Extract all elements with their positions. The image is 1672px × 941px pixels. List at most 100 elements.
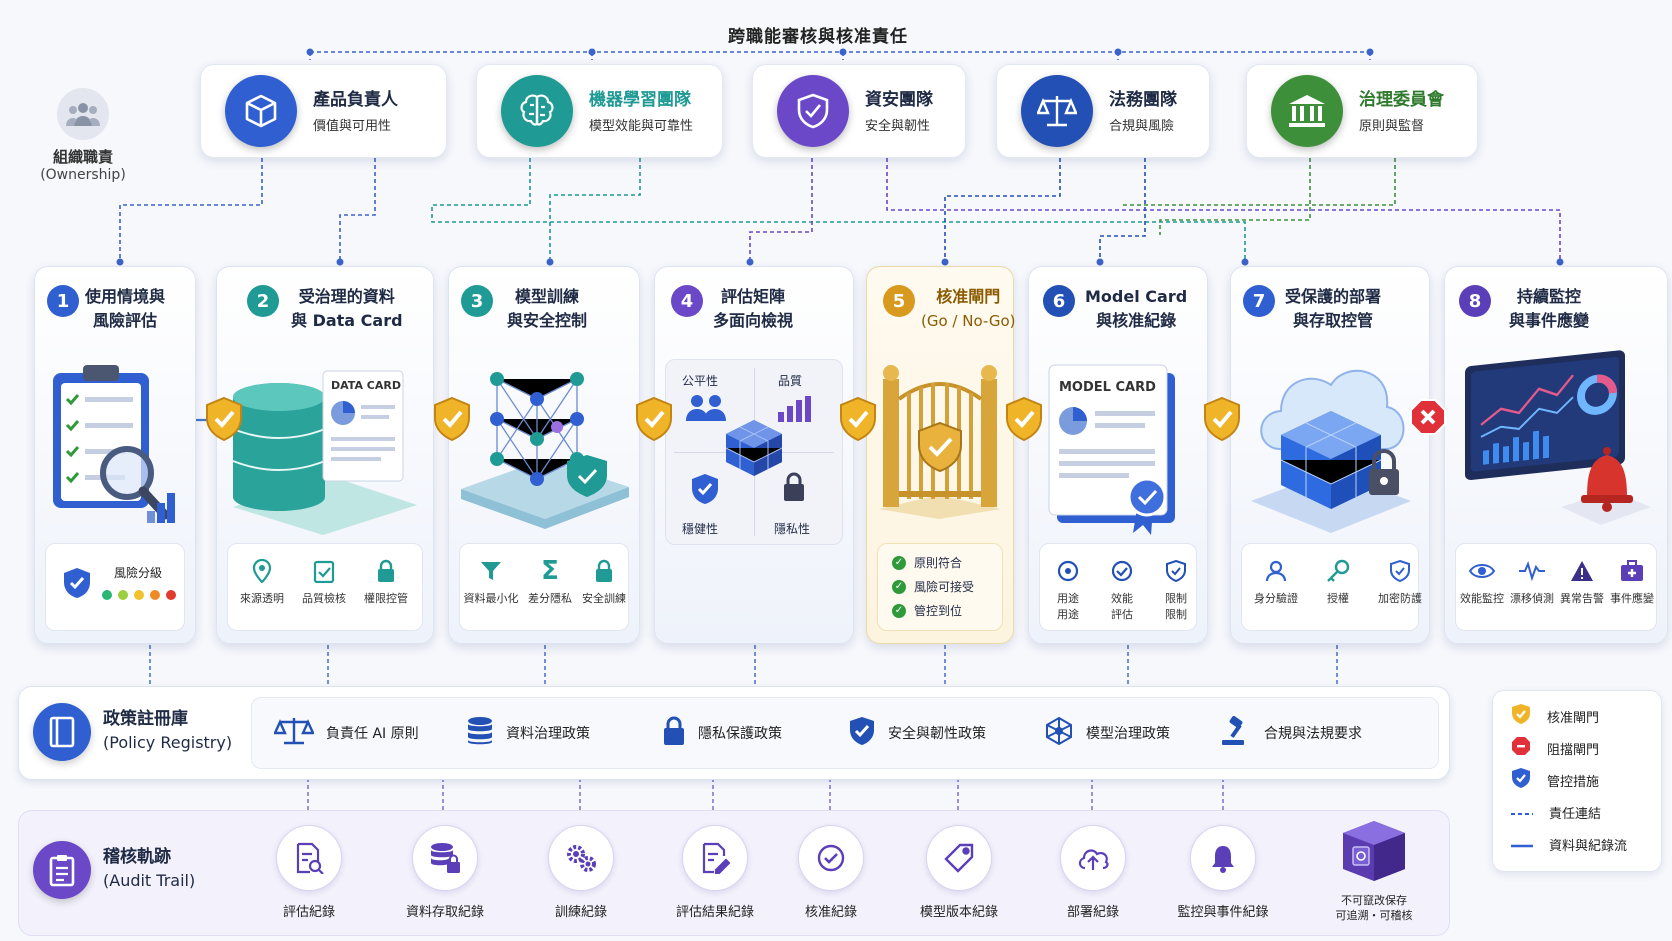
legend-item-control: 管控措施 <box>1511 767 1599 793</box>
team-card-product[interactable]: 產品負責人 價值與可用性 <box>200 64 447 158</box>
clipboard-magnifier-icon <box>47 363 187 537</box>
audit-monitoring-incident-record[interactable]: 監控與事件紀錄 <box>1163 825 1283 920</box>
control-intended-use[interactable]: 用途用途 <box>1042 558 1094 622</box>
legend-panel: 核准閘門 阻擋閘門 管控措施 責任連結 資料與紀錄流 <box>1492 690 1662 872</box>
stage-number: 3 <box>461 285 493 317</box>
top-title: 跨職能審核與核准責任 <box>720 22 916 47</box>
shield-check-icon <box>777 75 849 147</box>
audit-deployment-record[interactable]: 部署紀錄 <box>1033 825 1153 920</box>
criteria-item: ✓原則符合 <box>892 554 962 571</box>
stage-8-card[interactable]: 8 持續監控與事件應變 效能監控 漂移偵測 <box>1444 266 1668 644</box>
team-card-security[interactable]: 資安團隊 安全與韌性 <box>752 64 966 158</box>
network-icon <box>1044 716 1074 750</box>
stage-number: 8 <box>1459 285 1491 317</box>
stage-title: 模型訓練與安全控制 <box>507 287 588 330</box>
stage-number: 4 <box>671 285 703 317</box>
eye-icon <box>1456 558 1508 584</box>
control-drift-detection[interactable]: 漂移偵測 <box>1506 558 1558 606</box>
approval-gate-icon <box>1004 396 1044 442</box>
controls-panel: 身分驗證 授權 加密防護 <box>1241 543 1422 631</box>
policy-privacy[interactable]: 隱私保護政策 <box>662 698 782 768</box>
policy-responsible-ai[interactable]: 負責任 AI 原則 <box>273 698 419 768</box>
blue-shield-icon <box>1511 767 1531 793</box>
stage-7-card[interactable]: 7 受保護的部署與存取控管 身分驗證 授權 加密防護 <box>1230 266 1430 644</box>
policy-data-governance[interactable]: 資料治理政策 <box>466 698 590 768</box>
check-circle-icon: ✓ <box>892 555 906 570</box>
team-card-ml[interactable]: 機器學習團隊 模型效能與可靠性 <box>476 64 723 158</box>
medkit-icon <box>1606 558 1658 584</box>
audit-assessment-record[interactable]: 評估紀錄 <box>249 825 369 920</box>
control-performance-eval[interactable]: 效能評估 <box>1096 558 1148 622</box>
control-incident-response[interactable]: 事件應變 <box>1606 558 1658 606</box>
policy-security-resilience[interactable]: 安全與韌性政策 <box>848 698 986 768</box>
control-encryption[interactable]: 加密防護 <box>1372 558 1428 606</box>
team-desc: 合規與風險 <box>1109 119 1175 134</box>
audit-training-record[interactable]: 訓練紀錄 <box>521 825 641 920</box>
controls-panel: 資料最小化 Σ 差分隱私 安全訓練 <box>459 543 629 631</box>
check-circle-icon: ✓ <box>892 579 906 594</box>
model-card-icon: MODEL CARD <box>1039 359 1199 543</box>
legend-item-blocking-gate: 阻擋閘門 <box>1511 737 1599 759</box>
dashed-line-icon <box>1511 805 1533 820</box>
audit-trail-panel: 稽核軌跡(Audit Trail) 評估紀錄 資料存取紀錄 訓練紀錄 評估結果紀… <box>18 810 1450 936</box>
control-secure-training[interactable]: 安全訓練 <box>576 558 632 606</box>
policy-model-governance[interactable]: 模型治理政策 <box>1044 698 1170 768</box>
stage-title: 評估矩陣多面向檢視 <box>713 287 794 330</box>
tag-icon <box>926 825 992 891</box>
stage-4-card[interactable]: 4 評估矩陣多面向檢視 公平性 品質 穩健性 隱私性 <box>654 266 854 644</box>
stage-number: 1 <box>47 285 79 317</box>
team-desc: 安全與韌性 <box>865 119 931 134</box>
scale-icon <box>1021 75 1093 147</box>
funnel-icon <box>462 558 520 584</box>
audit-approval-record[interactable]: 核准紀錄 <box>771 825 891 920</box>
ownership-label: 組織職責 (Ownership) <box>38 88 128 183</box>
risk-tier-panel: 風險分級 <box>45 543 185 631</box>
control-access-control[interactable]: 權限控管 <box>358 558 414 606</box>
controls-panel: 效能監控 漂移偵測 異常告警 事件應變 <box>1455 543 1657 631</box>
team-card-governance[interactable]: 治理委員會 原則與監督 <box>1246 64 1478 158</box>
check-circle-icon <box>798 825 864 891</box>
audit-title: 稽核軌跡(Audit Trail) <box>103 847 196 890</box>
control-limitations[interactable]: 限制限制 <box>1150 558 1202 622</box>
stage-number: 6 <box>1043 285 1075 317</box>
stage-1-card[interactable]: 1 使用情境與風險評估 風險分級 <box>34 266 196 644</box>
lock-icon <box>358 558 414 584</box>
pulse-icon <box>1506 558 1558 584</box>
shield-check-icon <box>62 566 92 604</box>
check-circle-icon: ✓ <box>892 603 906 618</box>
evaluation-matrix: 公平性 品質 穩健性 隱私性 <box>665 359 843 545</box>
control-performance-monitoring[interactable]: 效能監控 <box>1456 558 1508 606</box>
control-anomaly-alert[interactable]: 異常告警 <box>1556 558 1608 606</box>
team-desc: 原則與監督 <box>1359 119 1425 134</box>
stage-2-card[interactable]: 2 受治理的資料與 Data Card DATA CARD 來源透明 品質檢核 … <box>216 266 434 644</box>
team-name: 資安團隊 <box>865 90 933 110</box>
stage-3-card[interactable]: 3 模型訓練與安全控制 資料最小化 Σ 差分隱私 安全訓練 <box>448 266 640 644</box>
control-authorization[interactable]: 授權 <box>1310 558 1366 606</box>
ownership-subtitle: (Ownership) <box>40 167 126 183</box>
policy-compliance[interactable]: 合規與法規要求 <box>1220 698 1362 768</box>
gavel-icon <box>1220 716 1252 750</box>
stage-5-card[interactable]: 5 核准閘門(Go / No-Go) ✓原則符合 ✓風險可接受 ✓管控到位 <box>866 266 1016 644</box>
team-card-legal[interactable]: 法務團隊 合規與風險 <box>996 64 1210 158</box>
control-differential-privacy[interactable]: Σ 差分隱私 <box>522 556 578 606</box>
team-desc: 模型效能與可靠性 <box>589 119 694 134</box>
database-icon <box>466 716 494 750</box>
audit-evaluation-result-record[interactable]: 評估結果紀錄 <box>655 825 775 920</box>
controls-panel: 來源透明 品質檢核 權限控管 <box>227 543 423 631</box>
building-icon <box>1271 75 1343 147</box>
people-icon <box>57 88 109 140</box>
control-authentication[interactable]: 身分驗證 <box>1248 558 1304 606</box>
control-quality-check[interactable]: 品質檢核 <box>296 558 352 606</box>
stage-title: 受治理的資料與 Data Card <box>291 287 403 330</box>
team-name: 機器學習團隊 <box>589 90 691 110</box>
audit-model-version-record[interactable]: 模型版本紀錄 <box>899 825 1019 920</box>
control-data-minimization[interactable]: 資料最小化 <box>462 558 520 606</box>
target-icon <box>1042 558 1094 584</box>
control-source-transparency[interactable]: 來源透明 <box>234 558 290 606</box>
stage-title: 核准閘門(Go / No-Go) <box>921 287 1016 330</box>
audit-data-access-record[interactable]: 資料存取紀錄 <box>385 825 505 920</box>
stage-title: 使用情境與風險評估 <box>85 287 166 330</box>
approval-gate-icon <box>1202 396 1242 442</box>
